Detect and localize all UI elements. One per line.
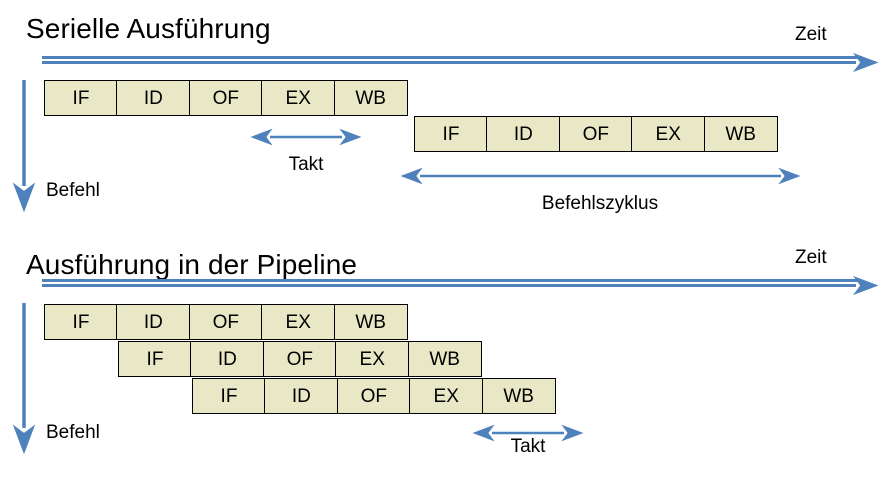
- stage-cell-if[interactable]: IF: [44, 80, 118, 116]
- stage-cell-wb[interactable]: WB: [703, 116, 778, 152]
- stage-cell-id[interactable]: ID: [486, 116, 561, 152]
- serial-takt-caption: Takt: [288, 154, 324, 175]
- serial-instruction-row-1: IF ID OF EX WB: [44, 80, 408, 116]
- stage-cell-of[interactable]: OF: [188, 80, 263, 116]
- serial-title-rule: [42, 56, 862, 59]
- stage-cell-of[interactable]: OF: [558, 116, 633, 152]
- stage-cell-if[interactable]: IF: [192, 378, 266, 414]
- stage-cell-wb[interactable]: WB: [333, 80, 408, 116]
- serial-instruction-row-2: IF ID OF EX WB: [414, 116, 778, 152]
- stage-cell-of[interactable]: OF: [188, 304, 263, 340]
- serial-instruction-axis-label: Befehl: [46, 180, 100, 201]
- stage-cell-id[interactable]: ID: [190, 341, 265, 377]
- pipeline-title-rule: [42, 279, 862, 282]
- stage-cell-if[interactable]: IF: [414, 116, 488, 152]
- pipeline-section-title: Ausführung in der Pipeline: [26, 249, 358, 280]
- serial-section-title: Serielle Ausführung: [26, 13, 271, 44]
- stage-cell-of[interactable]: OF: [336, 378, 411, 414]
- pipeline-instruction-axis-label: Befehl: [46, 422, 100, 443]
- pipeline-instruction-row-3: IF ID OF EX WB: [192, 378, 556, 414]
- stage-cell-wb[interactable]: WB: [407, 341, 482, 377]
- stage-cell-of[interactable]: OF: [262, 341, 337, 377]
- pipeline-instruction-row-1: IF ID OF EX WB: [44, 304, 408, 340]
- stage-cell-if[interactable]: IF: [118, 341, 192, 377]
- pipeline-time-axis-label: Zeit: [795, 247, 827, 268]
- stage-cell-id[interactable]: ID: [116, 304, 191, 340]
- stage-cell-ex[interactable]: EX: [409, 378, 484, 414]
- stage-cell-ex[interactable]: EX: [631, 116, 706, 152]
- stage-cell-wb[interactable]: WB: [481, 378, 556, 414]
- stage-cell-ex[interactable]: EX: [335, 341, 410, 377]
- stage-cell-ex[interactable]: EX: [261, 304, 336, 340]
- pipeline-takt-caption: Takt: [510, 436, 546, 457]
- serial-time-axis-label: Zeit: [795, 24, 827, 45]
- pipeline-instruction-row-2: IF ID OF EX WB: [118, 341, 482, 377]
- serial-befehlszyklus-caption: Befehlszyklus: [541, 193, 659, 214]
- stage-cell-wb[interactable]: WB: [333, 304, 408, 340]
- stage-cell-ex[interactable]: EX: [261, 80, 336, 116]
- stage-cell-id[interactable]: ID: [264, 378, 339, 414]
- stage-cell-if[interactable]: IF: [44, 304, 118, 340]
- stage-cell-id[interactable]: ID: [116, 80, 191, 116]
